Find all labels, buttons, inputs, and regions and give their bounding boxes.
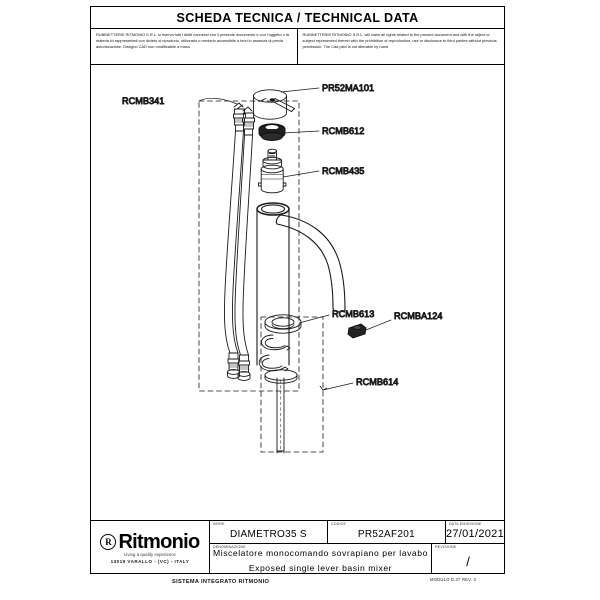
legal-note-english: RUBINETTERIE RITMONIO S.R.L. will claim …	[302, 32, 497, 50]
field-denom-label: DENOMINAZIONE	[212, 545, 246, 549]
field-serie-label: SERIE	[212, 522, 225, 526]
registered-r-icon: R	[100, 534, 117, 550]
company-logo: R Ritmonio Living a quality experience 1…	[91, 521, 210, 573]
callout-label-RCMB612: RCMB612	[322, 126, 364, 136]
legal-notes: RUBINETTERIE RITMONIO S.R.L. si riserva …	[91, 29, 504, 65]
company-tagline: Living a quality experience	[123, 552, 176, 557]
legal-note-italian: RUBINETTERIE RITMONIO S.R.L. si riserva …	[91, 29, 298, 64]
part-fixing-bracket-stud	[258, 334, 298, 454]
part-lever-handle	[253, 89, 295, 120]
callout-label-RCMB341: RCMB341	[122, 96, 164, 106]
callout-leader-RCMBA124	[365, 319, 392, 331]
callout-label-PR52MA101: PR52MA101	[322, 83, 374, 93]
sheet-title: SCHEDA TECNICA / TECHNICAL DATA	[91, 7, 504, 29]
callout-leader-RCMB614	[319, 382, 354, 391]
part-aerator	[347, 323, 367, 339]
field-data-label: DATA EMISSIONE	[448, 522, 482, 526]
assembly-drawing-svg: PR52MA101 RCMB612	[122, 83, 443, 454]
callout-label-RCMBA124: RCMBA124	[394, 311, 443, 321]
footer-module-text: MODULO D.37 REV. 3	[430, 577, 477, 582]
title-block: R Ritmonio Living a quality experience 1…	[91, 520, 504, 573]
field-codice-label: CODICE	[330, 522, 347, 526]
part-base-gasket	[264, 314, 302, 334]
field-data-emissione: DATA EMISSIONE 27/01/2021	[446, 521, 504, 543]
company-name: Ritmonio	[118, 531, 200, 553]
field-codice: CODICE PR52AF201	[328, 521, 446, 543]
drawing-frame: SCHEDA TECNICA / TECHNICAL DATA RUBINETT…	[90, 6, 505, 574]
company-address: 13019 VARALLO - (VC) - ITALY	[110, 559, 190, 564]
part-handle-collar-ring	[258, 123, 286, 141]
field-serie: SERIE DIAMETRO35 S	[210, 521, 328, 543]
field-rev-label: REVISIONE	[435, 545, 457, 549]
footer-system-text: SISTEMA INTEGRATO RITMONIO	[172, 579, 270, 585]
callout-label-RCMB435: RCMB435	[322, 166, 364, 176]
part-mixer-cartridge	[258, 148, 287, 194]
callout-leader-RCMB341	[198, 97, 238, 105]
callout-leader-RCMB435	[282, 170, 320, 178]
bracket-dashed-box	[260, 316, 324, 453]
field-data-value: 27/01/2021	[445, 528, 504, 540]
title-block-fields: SERIE DIAMETRO35 S CODICE PR52AF201 DATA…	[209, 521, 504, 573]
callout-leader-PR52MA101	[280, 87, 320, 93]
part-spout-body	[256, 202, 346, 366]
exploded-drawing: PR52MA101 RCMB612	[91, 65, 504, 522]
field-denominazione: DENOMINAZIONE Miscelatore monocomando so…	[210, 544, 432, 573]
callout-leader-RCMB613	[298, 314, 330, 324]
callout-label-RCMB613: RCMB613	[332, 309, 374, 319]
field-revisione: REVISIONE /	[432, 544, 504, 573]
part-flexible-hose-pair	[223, 102, 255, 381]
field-serie-value: DIAMETRO35 S	[229, 528, 307, 540]
field-codice-value: PR52AF201	[357, 528, 416, 540]
field-rev-value: /	[466, 553, 470, 569]
field-denom-value-it: Miscelatore monocomando sovrapiano per l…	[213, 547, 428, 558]
field-denom-value-en: Exposed single lever basin mixer	[248, 562, 393, 573]
callout-label-RCMB614: RCMB614	[356, 377, 398, 387]
callout-leader-RCMB612	[282, 130, 320, 134]
